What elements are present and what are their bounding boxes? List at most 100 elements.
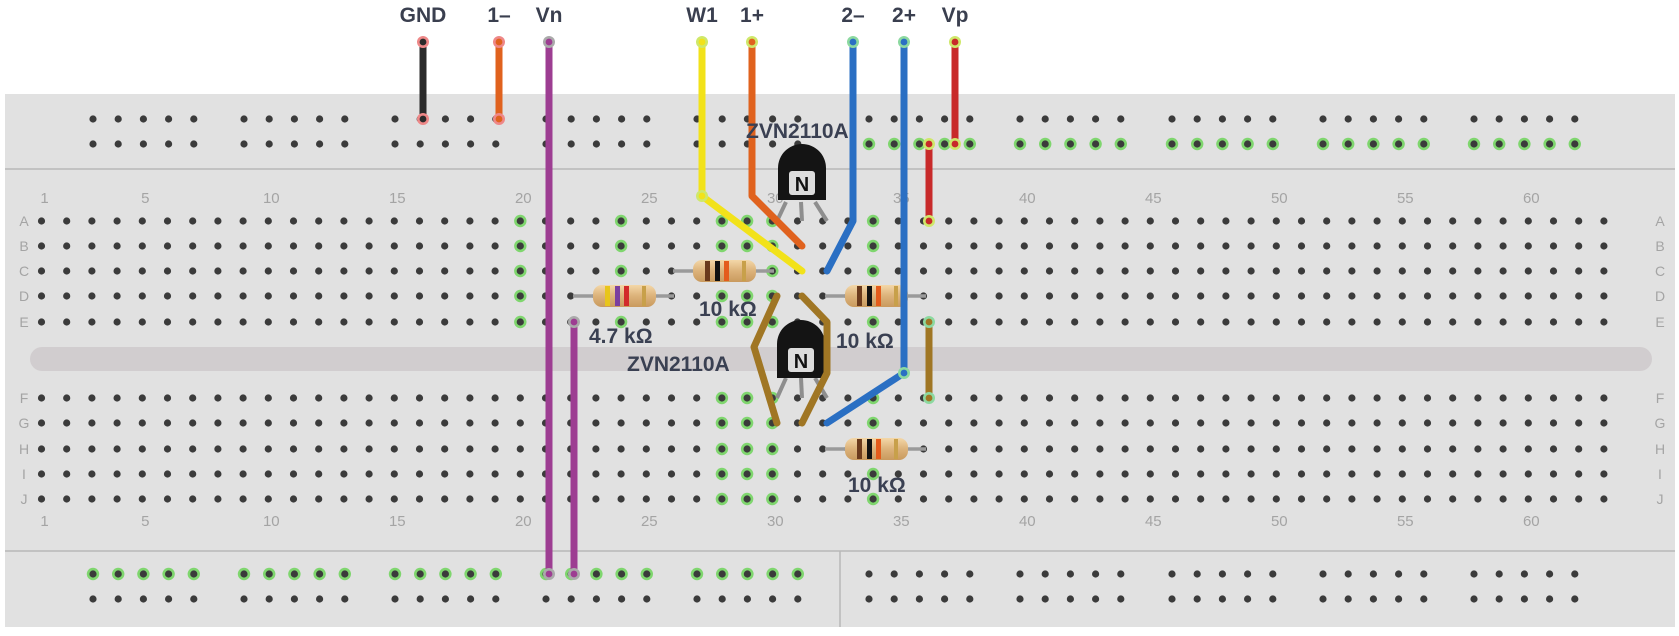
terminal-hole (491, 318, 499, 326)
terminal-hole (1499, 495, 1507, 503)
resistor-r2[interactable] (673, 260, 774, 282)
rail-hole (1117, 115, 1125, 123)
resistor-r1[interactable] (573, 285, 674, 307)
terminal-hole (1323, 394, 1331, 402)
wire-endpoint-core (495, 38, 503, 46)
resistor-r2-band (715, 261, 720, 281)
terminal-hole (289, 445, 298, 453)
terminal-hole (793, 445, 802, 453)
terminal-hole (466, 419, 474, 427)
terminal-hole (1096, 217, 1104, 225)
wire-brown-cross[interactable] (798, 292, 831, 427)
terminal-hole (214, 242, 222, 250)
terminal-hole (1348, 470, 1356, 478)
terminal-hole (945, 419, 953, 427)
rail-hole (1218, 570, 1226, 578)
column-number: 1 (40, 190, 48, 207)
terminal-hole (693, 217, 701, 225)
terminal-hole (264, 445, 272, 453)
rail-hole (1319, 140, 1327, 148)
terminal-hole (1474, 292, 1482, 300)
rail-hole (865, 595, 873, 603)
rail-hole (391, 140, 399, 148)
terminal-hole (567, 292, 575, 300)
rail-hole (441, 570, 449, 578)
rail-hole (1041, 595, 1049, 603)
terminal-hole (264, 292, 272, 300)
terminal-hole (289, 318, 298, 326)
terminal-hole (1549, 445, 1558, 453)
terminal-hole (340, 419, 348, 427)
terminal-hole (894, 267, 902, 275)
terminal-hole (693, 242, 701, 250)
terminal-hole (390, 267, 398, 275)
wire-brown-left[interactable] (750, 292, 781, 427)
terminal-hole (1121, 318, 1129, 326)
terminal-hole (592, 318, 600, 326)
terminal-hole (315, 445, 323, 453)
terminal-hole (1045, 445, 1054, 453)
terminal-hole (1423, 318, 1432, 326)
wire-2-minus[interactable] (823, 38, 857, 275)
terminal-hole (1600, 267, 1608, 275)
terminal-hole (1323, 419, 1331, 427)
terminal-hole (1071, 445, 1079, 453)
terminal-hole (693, 470, 701, 478)
rail-hole (1546, 140, 1554, 148)
terminal-hole (1348, 292, 1356, 300)
resistor-r2-band (705, 261, 710, 281)
terminal-hole (844, 242, 852, 250)
rail-hole (1244, 140, 1252, 148)
label-resistor-r2: 10 kΩ (699, 298, 757, 321)
terminal-hole (1398, 470, 1406, 478)
terminal-hole (617, 419, 625, 427)
terminal-hole (1071, 394, 1079, 402)
terminal-hole (1524, 292, 1532, 300)
terminal-hole (88, 495, 96, 503)
terminal-hole (1348, 495, 1356, 503)
resistor-r3[interactable] (825, 285, 926, 307)
rail-hole (165, 595, 173, 603)
terminal-hole (239, 217, 247, 225)
rail-hole (1470, 140, 1478, 148)
terminal-hole (315, 470, 323, 478)
rail-hole (240, 595, 248, 603)
rail-hole (769, 570, 777, 578)
terminal-hole (163, 292, 172, 300)
rail-hole (567, 595, 575, 603)
wire-1-plus[interactable] (748, 38, 806, 250)
resistor-r4[interactable] (825, 438, 926, 460)
rail-hole (966, 115, 974, 123)
terminal-hole (1121, 292, 1129, 300)
terminal-hole (466, 495, 474, 503)
terminal-hole (592, 394, 600, 402)
terminal-hole (1247, 495, 1255, 503)
terminal-hole (516, 495, 524, 503)
rail-hole (114, 570, 122, 578)
rail-hole (1193, 570, 1201, 578)
rail-hole (316, 570, 324, 578)
terminal-hole (1096, 318, 1104, 326)
terminal-hole (1171, 495, 1180, 503)
rail-hole (1016, 595, 1024, 603)
terminal-hole (667, 217, 676, 225)
terminal-hole (1096, 267, 1104, 275)
terminal-hole (1600, 419, 1608, 427)
rail-hole (941, 595, 949, 603)
column-number: 25 (641, 513, 658, 530)
terminal-hole (491, 419, 499, 427)
terminal-hole (365, 470, 373, 478)
transistor-top[interactable]: N (775, 144, 829, 223)
terminal-hole (894, 470, 902, 478)
rail-hole (966, 570, 974, 578)
transistor-bottom[interactable]: N (775, 320, 829, 400)
row-letter: B (19, 238, 28, 254)
terminal-hole (466, 470, 474, 478)
terminal-hole (163, 495, 172, 503)
wire-endpoint-core (545, 38, 553, 46)
terminal-hole (315, 267, 323, 275)
rail-hole (769, 140, 777, 148)
terminal-hole (567, 217, 575, 225)
terminal-hole (239, 419, 247, 427)
